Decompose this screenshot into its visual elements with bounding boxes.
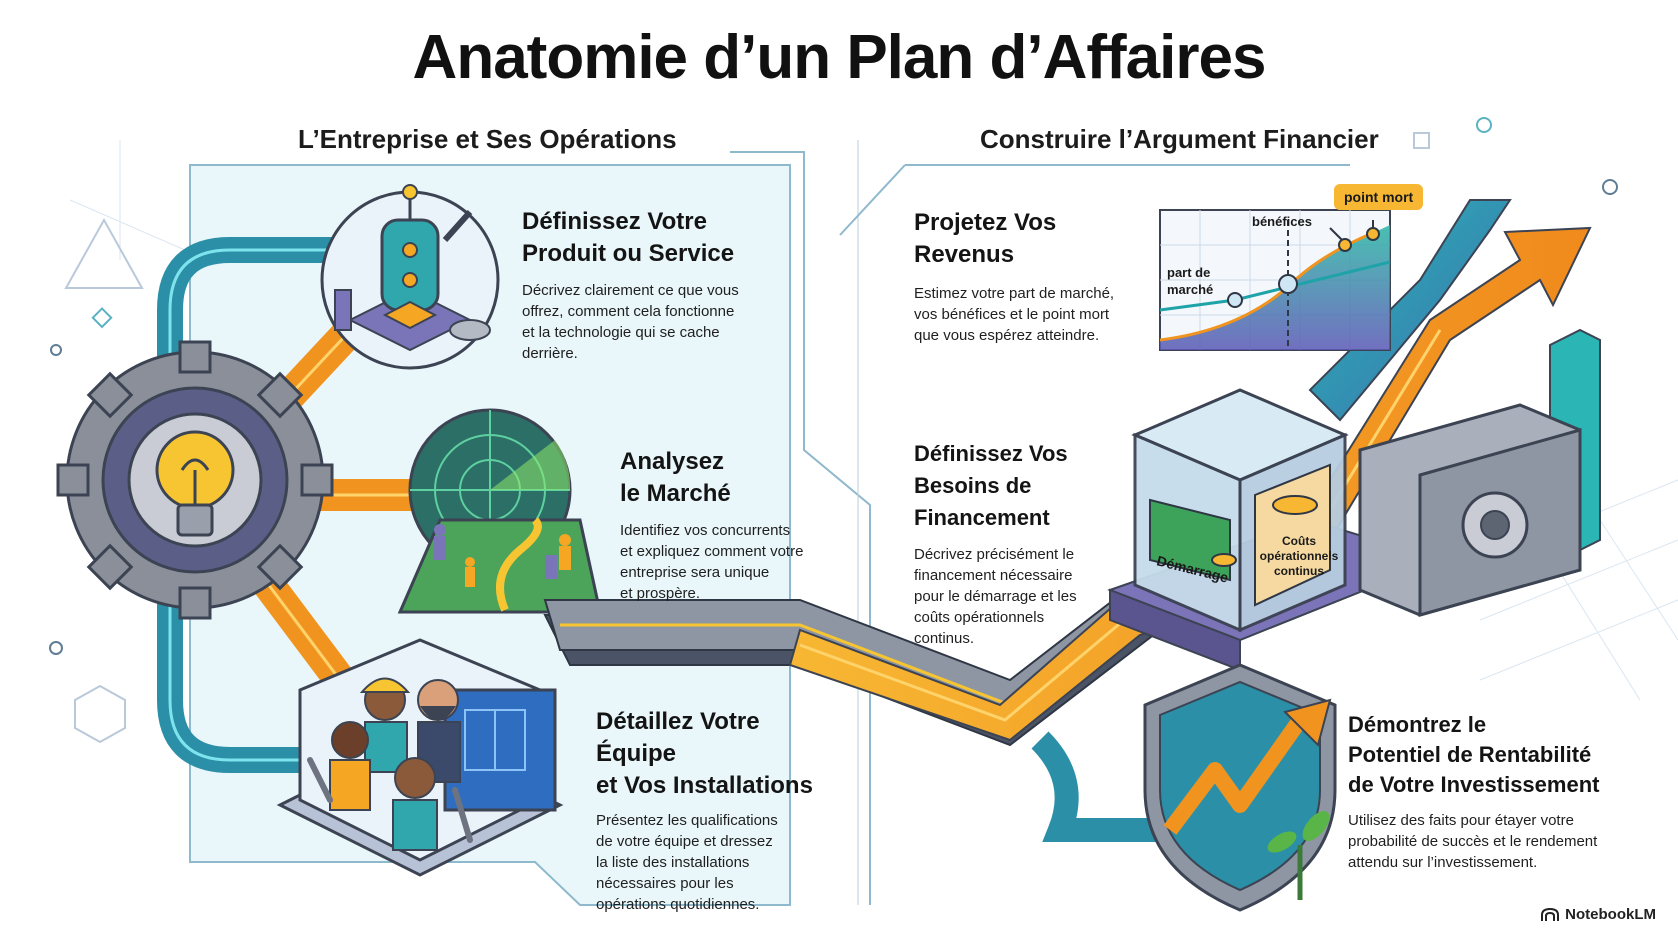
step-body-line: Utilisez des faits pour étayer votre — [1348, 812, 1574, 829]
step-body-line: Identifiez vos concurrents — [620, 522, 791, 539]
step-body-line: continus. — [914, 630, 975, 647]
step-body-line: Estimez votre part de marché, — [914, 285, 1115, 302]
shield-growth-icon — [1143, 663, 1337, 912]
step-heading: Analysez — [620, 448, 725, 475]
product-machine-icon — [320, 184, 500, 370]
brand-name: NotebookLM — [1565, 906, 1656, 923]
market-radar-icon — [397, 408, 602, 614]
step-heading: Revenus — [914, 241, 1015, 268]
step-heading: Définissez Votre — [522, 208, 707, 235]
step-heading: Définissez Vos — [914, 441, 1068, 466]
step-body-line: et expliquez comment votre — [620, 543, 804, 560]
step-body-line: nécessaires pour les — [596, 875, 734, 892]
cube-label-ongoing-line: Coûts — [1282, 534, 1316, 548]
step-body-line: opérations quotidiennes. — [596, 896, 760, 913]
step-body-line: attendu sur l’investissement. — [1348, 854, 1538, 871]
cube-label-ongoing: Coûts opérationnels continus — [1256, 534, 1342, 579]
step-body-line: coûts opérationnels — [914, 609, 1045, 626]
cube-outline-left — [74, 684, 126, 744]
step-body-line: probabilité de succès et le rendement — [1348, 833, 1598, 850]
step-body-line: Décrivez précisément le — [914, 546, 1075, 563]
step-market: Analysez le Marché Identifiez vos concur… — [620, 446, 840, 604]
step-funding: Définissez Vos Besoins de Financement Dé… — [914, 438, 1134, 649]
step-body-line: entreprise sera unique — [620, 564, 770, 581]
revenue-chart — [1159, 209, 1391, 351]
step-heading: Besoins de Financement — [914, 473, 1050, 530]
chart-label-market-share: marché — [1167, 282, 1214, 297]
step-heading: de Votre Investissement — [1348, 772, 1600, 797]
step-team: Détaillez Votre Équipe et Vos Installati… — [596, 706, 846, 915]
step-body-line: Présentez les qualifications — [596, 812, 778, 829]
chart-label-break-even: point mort — [1334, 184, 1424, 210]
brand-logo: NotebookLM — [1541, 906, 1656, 923]
step-body-line: la liste des installations — [596, 854, 750, 871]
step-body-line: et la technologie qui se cache — [522, 324, 720, 341]
step-profitability: Démontrez le Potentiel de Rentabilité de… — [1348, 710, 1648, 873]
step-heading: et Vos Installations — [596, 772, 813, 799]
cube-label-ongoing-line: opérationnels — [1259, 549, 1339, 563]
section-title-right: Construire l’Argument Financier — [980, 124, 1379, 154]
step-body-line: et prospère. — [620, 585, 701, 602]
step-body-line: que vous espérez atteindre. — [914, 327, 1100, 344]
step-body-line: de votre équipe et dressez — [596, 833, 773, 850]
step-heading: Démontrez le — [1348, 712, 1487, 737]
gear-lightbulb-icon — [56, 340, 334, 620]
diamond-outline — [91, 307, 113, 329]
step-heading: Projetez Vos — [914, 209, 1057, 236]
step-body-line: offrez, comment cela fonctionne — [522, 303, 735, 320]
vault-icon — [1358, 403, 1582, 617]
step-heading: Produit ou Service — [522, 240, 735, 267]
funding-cube-icon — [1131, 388, 1349, 633]
teal-ribbon — [1308, 199, 1512, 422]
chart-label-profits: bénéfices — [1252, 214, 1312, 229]
chart-label-market-share: part de — [1167, 265, 1211, 280]
step-heading: Détaillez Votre Équipe — [596, 708, 760, 767]
page-title: Anatomie d’un Plan d’Affaires — [412, 23, 1267, 92]
step-body-line: financement nécessaire — [914, 567, 1073, 584]
cube-label-ongoing-line: continus — [1274, 564, 1324, 578]
section-title-left: L’Entreprise et Ses Opérations — [298, 124, 677, 154]
step-product: Définissez Votre Produit ou Service Décr… — [522, 206, 782, 364]
team-facilities-icon — [276, 638, 564, 877]
step-body-line: vos bénéfices et le point mort — [914, 306, 1110, 323]
step-revenue: Projetez Vos Revenus Estimez votre part … — [914, 207, 1134, 346]
step-heading: le Marché — [620, 480, 731, 507]
step-body-line: pour le démarrage et les — [914, 588, 1077, 605]
triangle-outline — [64, 217, 144, 289]
step-body-line: derrière. — [522, 345, 578, 362]
notebooklm-icon — [1541, 907, 1560, 921]
step-heading: Potentiel de Rentabilité — [1348, 742, 1592, 767]
step-body-line: Décrivez clairement ce que vous — [522, 282, 739, 299]
